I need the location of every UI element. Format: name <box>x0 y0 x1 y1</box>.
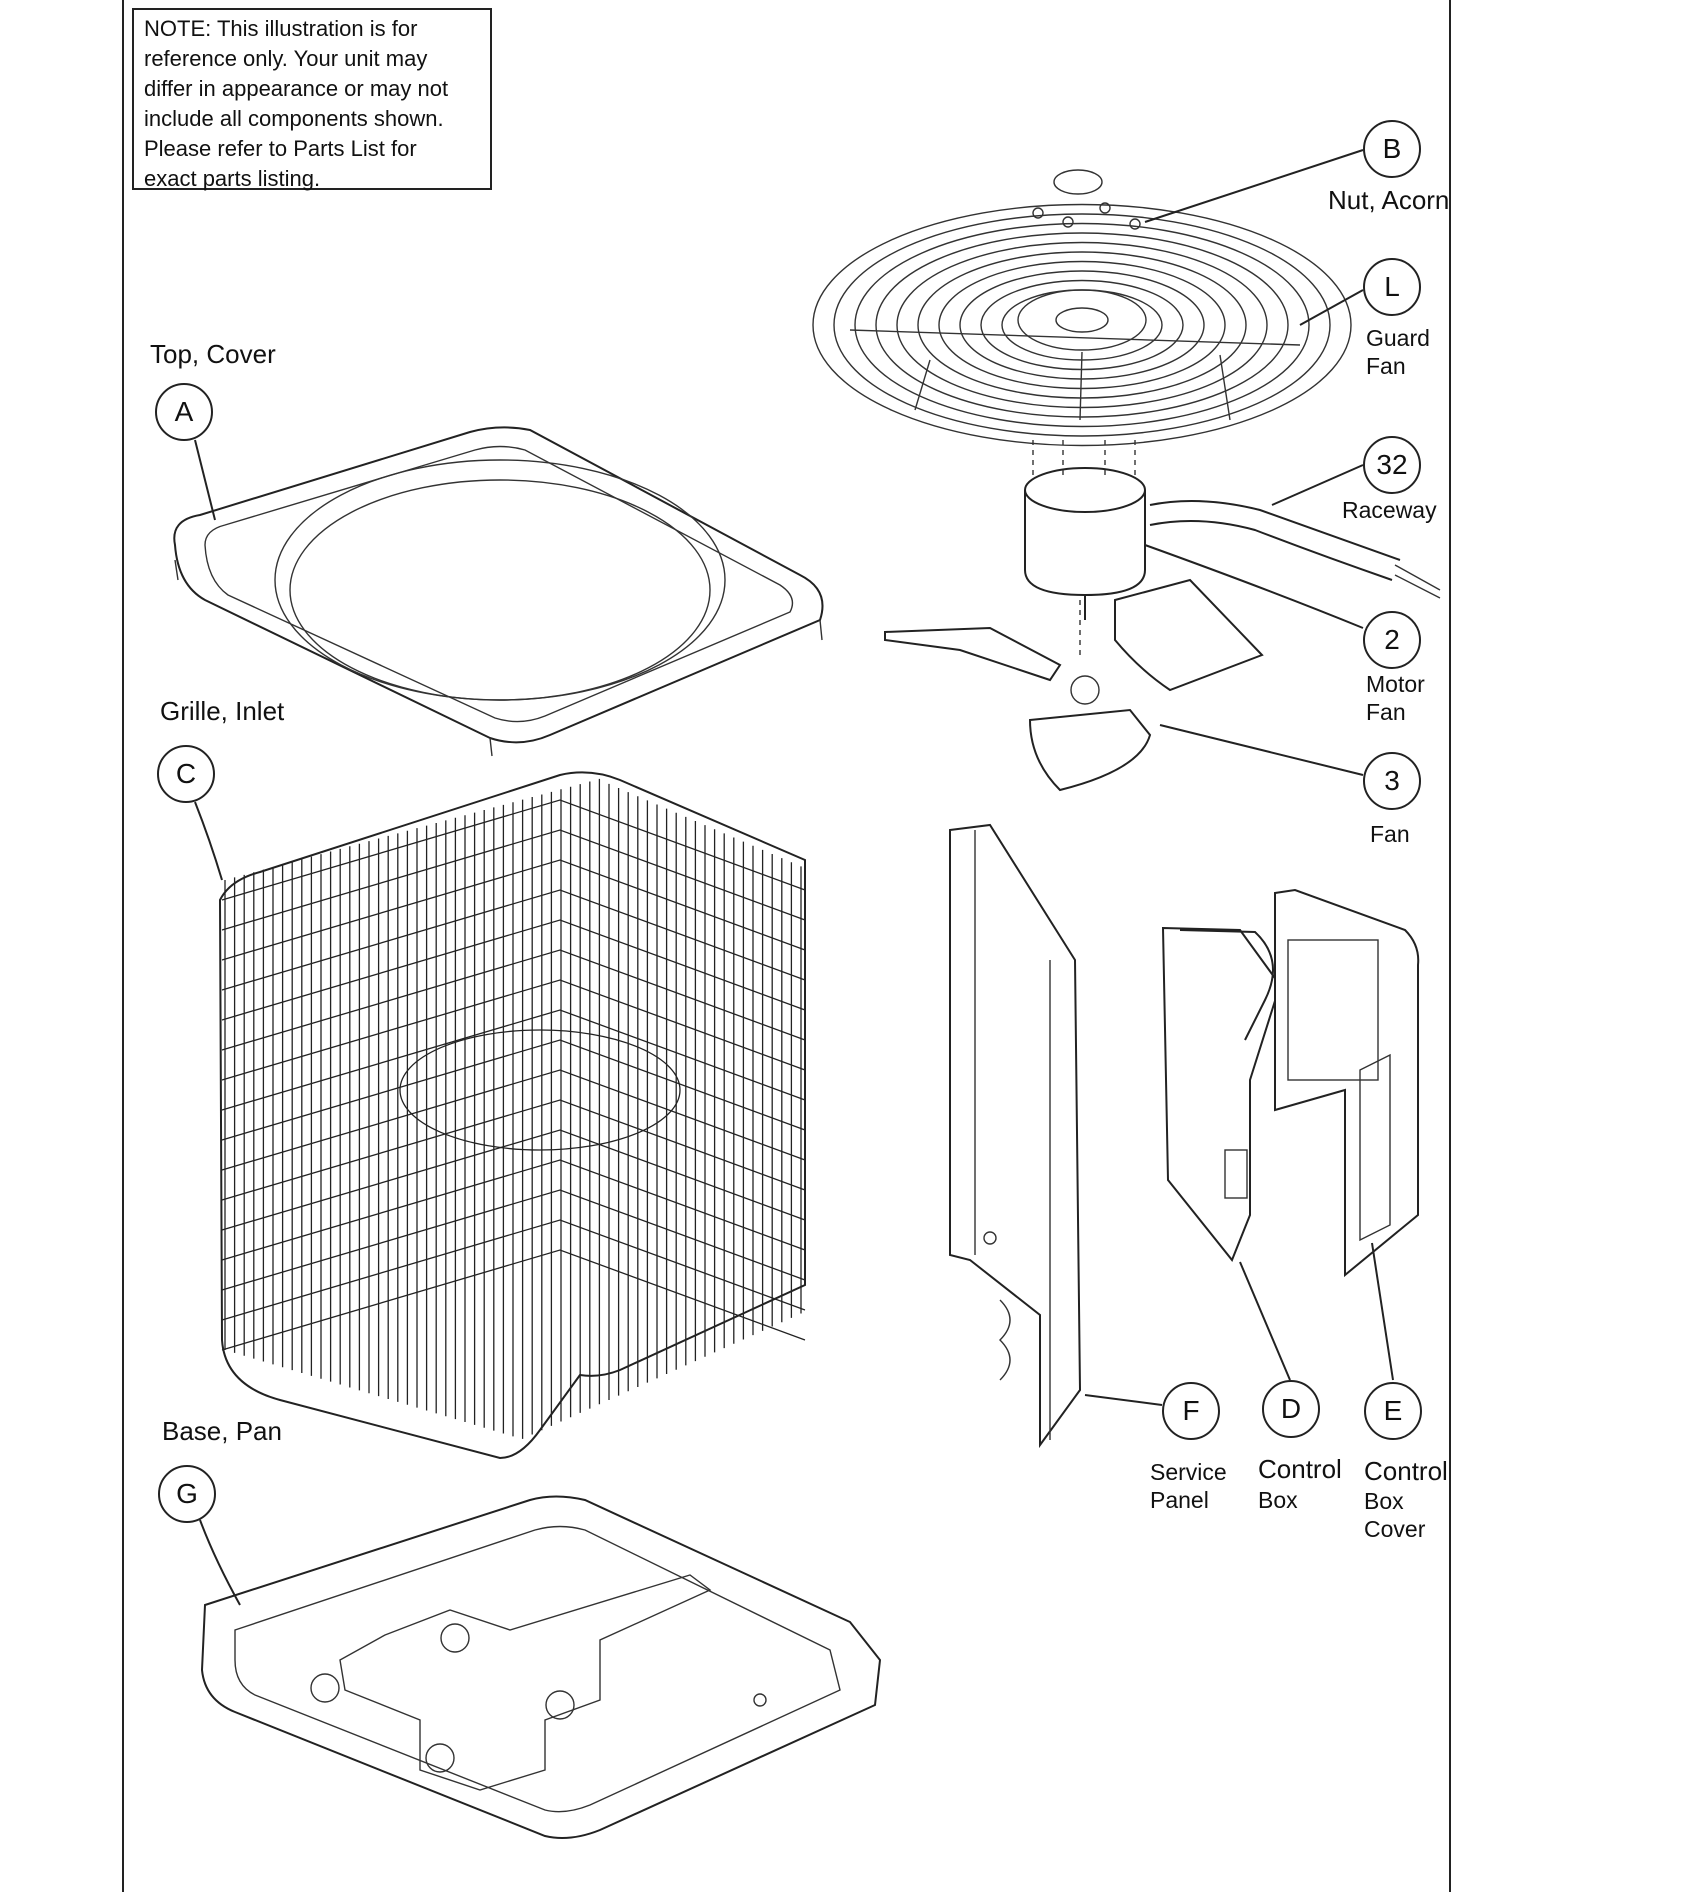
leader-lines <box>194 149 1394 1606</box>
callout-2: 2 <box>1363 611 1421 669</box>
part-label-fan-guard-line1: Guard <box>1366 325 1430 351</box>
part-label-control-box-line1: Control <box>1258 1454 1342 1484</box>
acorn-nuts-drawing <box>1032 169 1141 230</box>
reference-note-box: NOTE: This illustration is for reference… <box>132 8 492 191</box>
part-label-base-pan: Base, Pan <box>162 1416 282 1446</box>
callout-b: B <box>1363 120 1421 178</box>
callout-f: F <box>1162 1382 1220 1440</box>
part-label-fan-motor-line1: Motor <box>1366 671 1425 697</box>
part-label-top-cover: Top, Cover <box>150 339 276 369</box>
callout-e: E <box>1364 1382 1422 1440</box>
callout-32: 32 <box>1363 436 1421 494</box>
part-label-fan-motor-line2: Fan <box>1366 699 1406 725</box>
part-label-acorn-nut: Nut, Acorn <box>1328 185 1450 215</box>
note-line: exact parts listing. <box>144 166 321 191</box>
control-box-cover-drawing <box>1274 888 1420 1278</box>
part-label-raceway: Raceway <box>1342 497 1437 523</box>
fan-motor-drawing <box>1024 440 1146 660</box>
top-cover-drawing <box>173 426 824 757</box>
part-label-control-box-cover-line1: Control <box>1364 1456 1448 1486</box>
callout-3: 3 <box>1363 752 1421 810</box>
callout-g: G <box>158 1465 216 1523</box>
fan-blade-drawing <box>884 578 1264 792</box>
part-label-fan: Fan <box>1370 821 1410 847</box>
part-label-control-box-line2: Box <box>1258 1487 1298 1513</box>
base-pan-drawing <box>200 1495 882 1839</box>
part-label-control-box-cover-line2: Box <box>1364 1488 1404 1514</box>
part-label-service-panel-line1: Service <box>1150 1459 1227 1485</box>
fan-guard-drawing <box>812 203 1352 447</box>
part-label-control-box-cover-line3: Cover <box>1364 1516 1426 1542</box>
callout-d: D <box>1262 1380 1320 1438</box>
part-label-service-panel-line2: Panel <box>1150 1487 1209 1513</box>
note-line: Please refer to Parts List for <box>144 136 417 161</box>
part-label-inlet-grille: Grille, Inlet <box>160 696 285 726</box>
note-line: NOTE: This illustration is for <box>144 16 418 41</box>
control-box-drawing <box>1161 926 1282 1262</box>
callout-c: C <box>157 745 215 803</box>
callout-l: L <box>1363 258 1421 316</box>
note-line: reference only. Your unit may <box>144 46 428 71</box>
note-line: differ in appearance or may not <box>144 76 449 101</box>
part-label-fan-guard-line2: Fan <box>1366 353 1406 379</box>
raceway-drawing <box>1149 500 1441 599</box>
inlet-grille-drawing <box>218 771 806 1460</box>
callout-a: A <box>155 383 213 441</box>
service-panel-drawing <box>949 823 1082 1449</box>
note-line: include all components shown. <box>144 106 444 131</box>
